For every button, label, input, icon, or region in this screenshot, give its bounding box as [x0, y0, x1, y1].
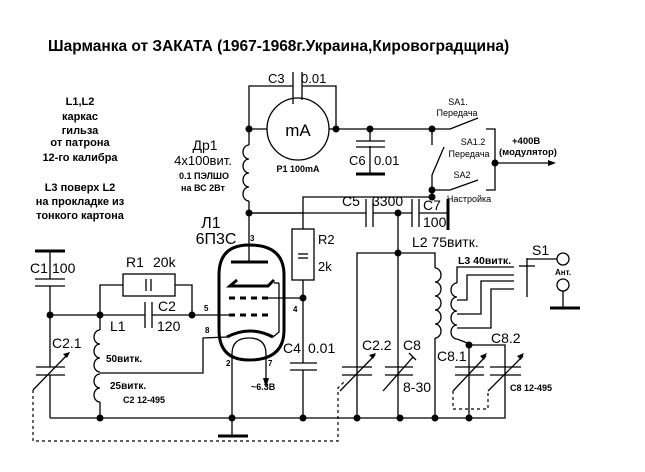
svg-text:от патрона: от патрона [50, 137, 110, 149]
svg-text:8: 8 [205, 326, 210, 335]
svg-text:C5: C5 [342, 193, 360, 209]
svg-text:тонкого картона: тонкого картона [36, 210, 125, 222]
capacitor-c2: C2 120 [144, 298, 196, 334]
svg-text:(модулятор): (модулятор) [499, 147, 557, 158]
switch-sa2: SA2 Настройка [428, 170, 491, 204]
choke-dr1: Др1 4x100вит. 0.1 ПЭЛШО на ВС 2Вт [174, 129, 250, 213]
svg-text:2: 2 [226, 359, 231, 368]
inductor-l2 [434, 267, 442, 418]
svg-text:+400В: +400В [512, 136, 540, 147]
svg-text:Ант.: Ант. [555, 268, 571, 277]
p1-label: P1 100mA [276, 164, 320, 174]
svg-text:Передача: Передача [436, 108, 477, 118]
svg-text:каркас: каркас [62, 111, 98, 123]
svg-text:50витк.: 50витк. [106, 354, 142, 365]
antenna-terminal: Ант. [550, 252, 580, 310]
coil-form-note: L1,L2 каркас гильза от патрона 12-го кал… [42, 96, 118, 164]
svg-text:mA: mA [285, 121, 311, 140]
svg-text:0.1 ПЭЛШО: 0.1 ПЭЛШО [179, 171, 229, 181]
svg-text:C4: C4 [283, 340, 301, 356]
svg-text:3300: 3300 [372, 193, 403, 209]
svg-text:5: 5 [204, 304, 209, 313]
l3-note: L3 поверх L2 на прокладке из тонкого кар… [36, 182, 125, 222]
svg-text:L1,L2: L1,L2 [66, 96, 95, 108]
svg-text:Л1: Л1 [201, 215, 221, 232]
tube-l1: 3 4 5 8 2 7 Л1 6П3С ~6.3В [100, 213, 303, 418]
capacitor-c4: C4 0.01 [283, 340, 335, 418]
svg-text:2k: 2k [318, 259, 332, 274]
svg-text:R2: R2 [318, 232, 335, 247]
capacitor-c5: C5 3300 [249, 193, 412, 227]
resistor-r1: R1 20k [99, 254, 193, 315]
svg-text:L1: L1 [110, 318, 126, 334]
svg-text:L3 40витк.: L3 40витк. [458, 255, 511, 267]
capacitor-c7: C7 100 [411, 197, 450, 230]
svg-text:на прокладке из: на прокладке из [36, 196, 125, 208]
svg-text:C7: C7 [423, 197, 441, 213]
capacitor-c1: C1 100 [30, 249, 76, 315]
svg-text:4x100вит.: 4x100вит. [174, 153, 232, 168]
svg-text:C6: C6 [349, 153, 366, 168]
variable-capacitor-c2-2: C2.2 [339, 337, 392, 392]
variable-capacitor-c8-1: C8.1 [437, 348, 487, 392]
svg-text:L3 поверх L2: L3 поверх L2 [45, 182, 116, 194]
svg-text:Настройка: Настройка [447, 194, 491, 204]
heater-label: ~6.3В [251, 382, 276, 392]
svg-text:100: 100 [423, 214, 447, 230]
c8-gang-link [452, 391, 489, 410]
svg-text:C8.2: C8.2 [491, 330, 521, 346]
svg-text:Передача: Передача [448, 149, 489, 159]
svg-text:R1: R1 [126, 254, 144, 270]
svg-text:100: 100 [52, 260, 76, 276]
svg-text:7: 7 [268, 359, 273, 368]
trimmer-capacitor-c8: C8 8-30 [382, 253, 431, 418]
svg-text:SA1.: SA1. [448, 97, 468, 107]
svg-text:6П3С: 6П3С [196, 231, 237, 248]
svg-text:20k: 20k [153, 254, 177, 270]
svg-text:SA1.2: SA1.2 [461, 137, 486, 147]
c8-range: C8 12-495 [510, 383, 552, 393]
svg-text:3: 3 [250, 234, 255, 243]
svg-text:0.01: 0.01 [308, 340, 335, 356]
svg-text:120: 120 [157, 318, 181, 334]
svg-text:12-го калибра: 12-го калибра [42, 152, 118, 164]
capacitor-c6: C6 0.01 [349, 129, 399, 176]
capacitor-c3: C3 0.01 [248, 71, 337, 129]
svg-text:на ВС 2Вт: на ВС 2Вт [181, 183, 225, 193]
variable-capacitor-c8-2: C8.2 C8 12-495 [487, 330, 552, 393]
svg-text:C1: C1 [30, 260, 48, 276]
svg-text:8-30: 8-30 [403, 379, 431, 395]
svg-text:4: 4 [293, 305, 298, 314]
svg-text:0.01: 0.01 [301, 71, 326, 86]
svg-text:0.01: 0.01 [374, 153, 399, 168]
inductor-l1: L1 50витк. 25витк. C2 12-495 [93, 315, 165, 418]
c2-range: C2 12-495 [123, 395, 165, 405]
switch-sa1: SA1. Передача [428, 97, 479, 145]
svg-text:C8: C8 [403, 337, 421, 353]
inductor-l3: L3 40витк. [450, 255, 514, 345]
resistor-r2: R2 2k [291, 228, 335, 363]
svg-text:гильза: гильза [62, 125, 99, 137]
switch-s1: S1 [519, 242, 557, 297]
svg-text:C8.1: C8.1 [437, 348, 467, 364]
switch-sa1-2: SA1.2 Передача [431, 137, 490, 190]
svg-text:Др1: Др1 [192, 137, 217, 153]
svg-text:C2: C2 [158, 298, 176, 314]
svg-text:C2.1: C2.1 [52, 335, 82, 351]
svg-text:25витк.: 25витк. [110, 381, 146, 392]
gang-link [32, 379, 347, 442]
svg-text:SA2: SA2 [453, 170, 470, 180]
l2-label: L2 75витк. [412, 234, 479, 250]
variable-capacitor-c2-1: C2.1 [32, 315, 82, 418]
ground-symbol [218, 418, 248, 438]
svg-text:C3: C3 [268, 71, 285, 86]
supply-output: +400В (модулятор) [495, 136, 557, 166]
svg-text:S1: S1 [532, 242, 549, 258]
milliammeter-p1: mA P1 100mA [249, 97, 336, 174]
svg-text:C2.2: C2.2 [362, 337, 392, 353]
title: Шарманка от ЗАКАТА (1967-1968г.Украина,К… [48, 38, 509, 55]
